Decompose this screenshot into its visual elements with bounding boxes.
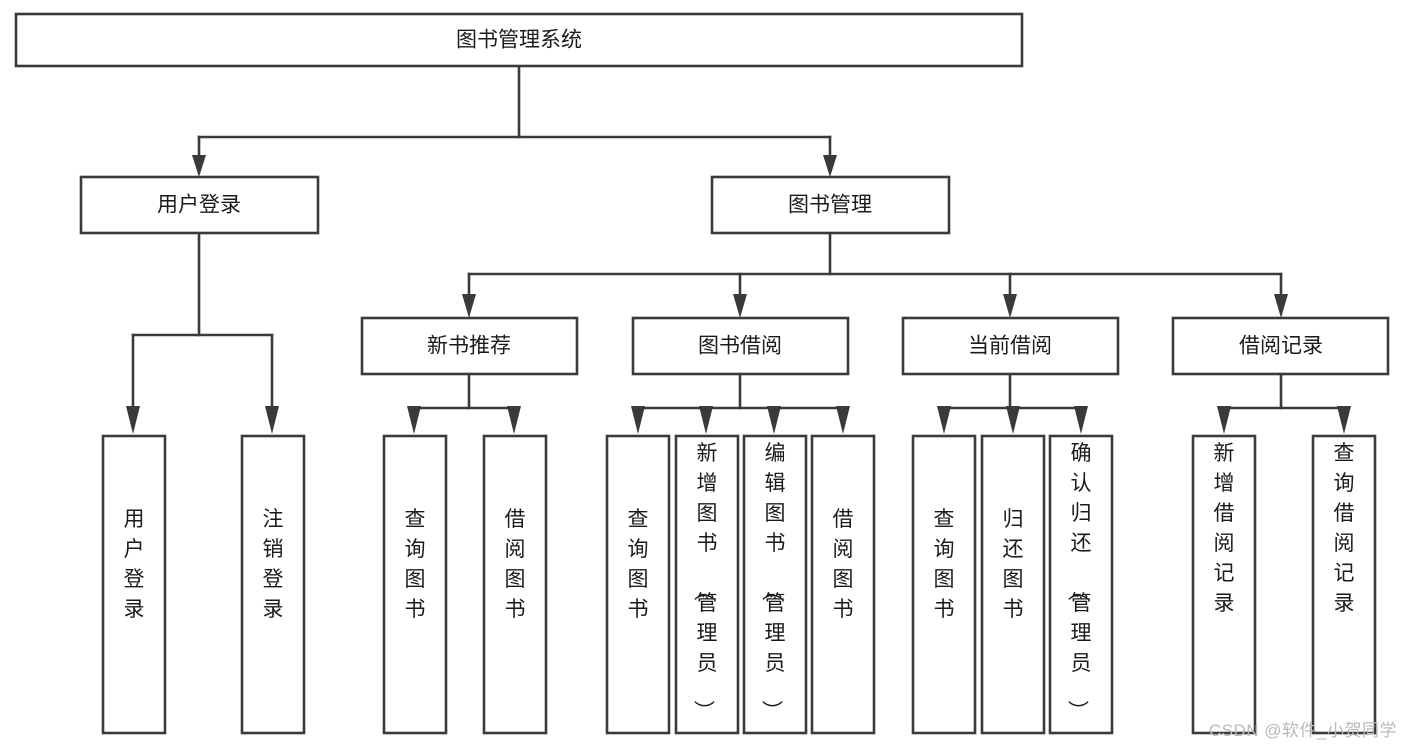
- leaf-logout-box[interactable]: [240, 434, 306, 735]
- arrow-leaf-add-book: [699, 406, 713, 434]
- arrow-to-book-manage: [823, 155, 837, 177]
- arrow-to-book-borrow: [733, 294, 747, 318]
- node-current-borrow-box[interactable]: [901, 316, 1120, 376]
- leaf-query-book-current-label: 查询图书: [934, 508, 955, 621]
- node-book-management-label: 图书管理: [788, 194, 872, 217]
- leaf-edit-book-admin[interactable]: 编辑图书（管理员）: [742, 434, 808, 735]
- arrow-leaf-edit-book: [767, 406, 781, 434]
- arrow-leaf-query-book-3: [937, 406, 951, 434]
- node-user-login-label: 用户登录: [157, 194, 241, 217]
- node-borrow-record-label: 借阅记录: [1239, 335, 1323, 358]
- node-current-borrow[interactable]: 当前借阅: [901, 316, 1120, 376]
- node-new-book-recommend-box[interactable]: [360, 316, 579, 376]
- node-book-management-box[interactable]: [710, 175, 951, 235]
- connector-layer: [126, 65, 1351, 434]
- leaf-confirm-return-admin-box[interactable]: [1048, 434, 1114, 735]
- leaf-query-book-borrow-label: 查询图书: [628, 508, 649, 621]
- node-book-borrow-label: 图书借阅: [698, 335, 782, 358]
- arrow-leaf-query-book-1: [407, 406, 421, 434]
- node-user-login[interactable]: 用户登录: [79, 175, 320, 235]
- arrow-leaf-add-record: [1217, 406, 1231, 434]
- leaf-confirm-return-admin-label: 确认归还（管理员）: [1066, 442, 1092, 721]
- leaf-borrow-book-recommend-label: 借阅图书: [505, 508, 526, 621]
- leaf-user-login-label: 用户登录: [124, 508, 145, 621]
- arrow-leaf-user-login: [126, 406, 140, 434]
- node-new-book-recommend[interactable]: 新书推荐: [360, 316, 579, 376]
- leaf-logout-label: 注销登录: [263, 508, 284, 621]
- arrow-leaf-confirm-return: [1074, 406, 1088, 434]
- leaf-query-book-borrow-box[interactable]: [605, 434, 671, 735]
- leaf-query-book-current-box[interactable]: [911, 434, 977, 735]
- leaf-query-borrow-record[interactable]: 查询借阅记录: [1311, 434, 1377, 735]
- arrow-to-borrow-record: [1274, 294, 1288, 318]
- arrow-leaf-return-book: [1006, 406, 1020, 434]
- leaf-user-login[interactable]: 用户登录: [101, 434, 167, 735]
- leaf-edit-book-admin-box[interactable]: [742, 434, 808, 735]
- leaf-query-book-borrow[interactable]: 查询图书: [605, 434, 671, 735]
- leaf-user-login-box[interactable]: [101, 434, 167, 735]
- leaf-return-book-label: 归还图书: [1003, 508, 1024, 621]
- node-book-borrow[interactable]: 图书借阅: [631, 316, 850, 376]
- node-book-management[interactable]: 图书管理: [710, 175, 951, 235]
- leaf-add-borrow-record-box[interactable]: [1191, 434, 1257, 735]
- leaf-borrow-book-recommend-box[interactable]: [482, 434, 548, 735]
- node-new-book-recommend-label: 新书推荐: [427, 335, 511, 358]
- node-current-borrow-label: 当前借阅: [968, 335, 1052, 358]
- arrow-to-new-book-rec: [462, 294, 476, 318]
- node-borrow-record[interactable]: 借阅记录: [1171, 316, 1390, 376]
- arrow-leaf-borrow-book-1: [507, 406, 521, 434]
- leaf-add-borrow-record[interactable]: 新增借阅记录: [1191, 434, 1257, 735]
- node-book-borrow-box[interactable]: [631, 316, 850, 376]
- leaf-add-borrow-record-label: 新增借阅记录: [1214, 442, 1235, 615]
- leaf-return-book-box[interactable]: [980, 434, 1046, 735]
- leaf-borrow-book-borrow[interactable]: 借阅图书: [810, 434, 876, 735]
- leaf-query-book-current[interactable]: 查询图书: [911, 434, 977, 735]
- arrow-to-user-login: [192, 155, 206, 177]
- leaf-return-book[interactable]: 归还图书: [980, 434, 1046, 735]
- leaf-borrow-book-borrow-label: 借阅图书: [833, 508, 854, 621]
- leaf-query-book-recommend[interactable]: 查询图书: [382, 434, 448, 735]
- arrow-leaf-query-book-2: [631, 406, 645, 434]
- leaf-borrow-book-recommend[interactable]: 借阅图书: [482, 434, 548, 735]
- node-root[interactable]: 图书管理系统: [14, 12, 1024, 68]
- arrow-leaf-borrow-book-2: [836, 406, 850, 434]
- arrow-leaf-logout: [265, 406, 279, 434]
- leaf-query-borrow-record-label: 查询借阅记录: [1334, 442, 1355, 615]
- leaf-add-book-admin[interactable]: 新增图书（管理员）: [674, 434, 740, 735]
- leaf-add-book-admin-label: 新增图书（管理员）: [692, 442, 718, 721]
- node-user-login-box[interactable]: [79, 175, 320, 235]
- leaf-query-book-recommend-label: 查询图书: [405, 508, 426, 621]
- node-root-box[interactable]: [14, 12, 1024, 68]
- node-borrow-record-box[interactable]: [1171, 316, 1390, 376]
- leaf-query-book-recommend-box[interactable]: [382, 434, 448, 735]
- leaf-logout[interactable]: 注销登录: [240, 434, 306, 735]
- leaf-edit-book-admin-label: 编辑图书（管理员）: [760, 442, 786, 721]
- leaf-add-book-admin-box[interactable]: [674, 434, 740, 735]
- leaf-confirm-return-admin[interactable]: 确认归还（管理员）: [1048, 434, 1114, 735]
- leaf-borrow-book-borrow-box[interactable]: [810, 434, 876, 735]
- arrow-to-current-borrow: [1003, 294, 1017, 318]
- arrow-leaf-query-record: [1337, 406, 1351, 434]
- node-root-label: 图书管理系统: [456, 29, 582, 52]
- leaf-query-borrow-record-box[interactable]: [1311, 434, 1377, 735]
